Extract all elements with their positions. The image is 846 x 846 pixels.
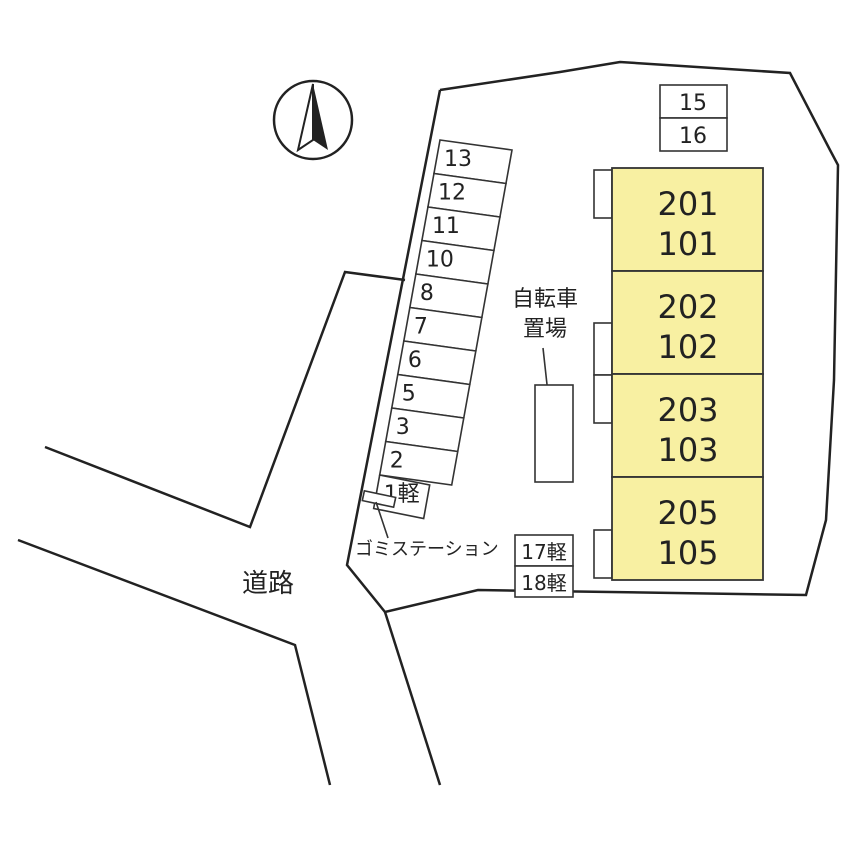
road-edge — [17, 538, 332, 786]
unit-number-upper: 205 — [657, 494, 718, 532]
stall-number: 18軽 — [521, 571, 566, 595]
stall-number: 7 — [414, 315, 428, 340]
stall-number: 10 — [426, 248, 454, 273]
stall-number: 8 — [420, 281, 434, 306]
parking-stall — [659, 84, 728, 119]
property-boundary — [345, 60, 840, 614]
balcony — [593, 374, 613, 424]
unit-number-upper: 201 — [657, 185, 718, 223]
road-label: 道路 — [242, 569, 294, 599]
unit-number-lower: 105 — [657, 534, 718, 572]
parking-stall: 10 — [414, 239, 495, 285]
balcony — [593, 169, 613, 219]
balcony — [593, 529, 613, 579]
leader-line — [375, 501, 389, 539]
stall-number: 11 — [432, 214, 460, 239]
stall-number: 5 — [402, 382, 416, 407]
parking-stall: 2 — [378, 440, 459, 486]
stall-number: 15 — [679, 91, 707, 116]
bicycle-parking-label: 自転車 — [512, 287, 578, 312]
garbage-station-area — [361, 489, 397, 509]
parking-stall — [514, 534, 574, 567]
stall-number: 3 — [396, 415, 410, 440]
unit-number-lower: 103 — [657, 431, 718, 469]
unit-number-lower: 102 — [657, 328, 718, 366]
parking-stall: 11 — [420, 206, 501, 252]
parking-stall: 13 — [433, 139, 513, 185]
road-edge — [44, 270, 406, 529]
stall-number: 17軽 — [521, 540, 566, 564]
stall-number: 6 — [408, 348, 422, 373]
balcony — [593, 322, 613, 376]
parking-stall — [514, 565, 574, 598]
stall-number: 13 — [444, 147, 472, 172]
north-arrow-icon — [272, 79, 354, 161]
parking-stall: 3 — [384, 407, 465, 453]
bicycle-parking-label: 置場 — [523, 317, 567, 342]
stall-number: 16 — [679, 124, 707, 149]
unit-number-upper: 203 — [657, 391, 718, 429]
parking-stall — [659, 117, 728, 152]
stall-number: 12 — [438, 181, 466, 206]
unit-number-lower: 101 — [657, 225, 718, 263]
road-edge — [383, 611, 442, 786]
unit-number-upper: 202 — [657, 288, 718, 326]
stall-number: 2 — [390, 449, 404, 474]
bicycle-parking-area — [534, 384, 574, 483]
garbage-station-label: ゴミステーション — [355, 539, 499, 560]
